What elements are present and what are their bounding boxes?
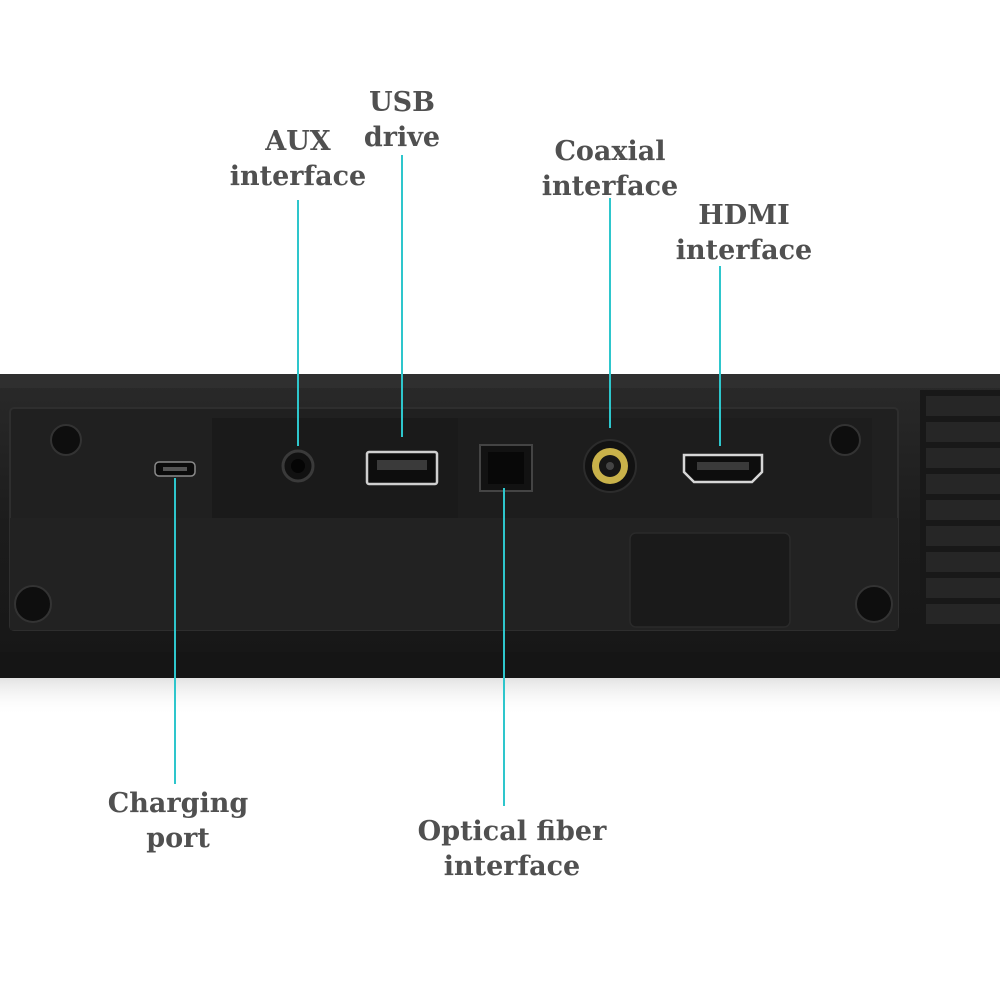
label-coaxial-line1: Coaxial <box>554 136 666 167</box>
label-aux-line1: AUX <box>265 126 331 157</box>
screw-hole-top-left <box>50 424 82 456</box>
label-charging-line1: Charging <box>107 788 249 819</box>
coaxial-port <box>583 439 637 493</box>
callout-line-coaxial <box>609 198 611 428</box>
hdmi-port <box>682 453 764 484</box>
label-coaxial-line2: interface <box>541 171 679 202</box>
label-coaxial-interface: Coaxial interface <box>530 134 690 204</box>
label-plate <box>629 532 791 628</box>
label-charging-line2: port <box>146 823 210 854</box>
floor-shadow <box>0 676 1000 716</box>
optical-port <box>479 444 533 492</box>
label-charging-port: Charging port <box>98 786 258 856</box>
speaker-grille <box>920 390 1000 650</box>
callout-line-charging <box>174 478 176 784</box>
label-optical-line2: interface <box>443 851 581 882</box>
label-usb-line1: USB <box>369 87 435 118</box>
charging-port <box>154 461 196 477</box>
callout-line-hdmi <box>719 266 721 446</box>
label-aux-line2: interface <box>229 161 367 192</box>
callout-line-optical <box>503 488 505 806</box>
label-usb-drive: USB drive <box>340 85 464 155</box>
soundbar-top-edge <box>0 374 1000 388</box>
callout-line-usb <box>401 155 403 437</box>
label-aux-interface: AUX interface <box>218 124 378 194</box>
usb-port <box>365 450 439 486</box>
label-hdmi-line1: HDMI <box>698 200 790 231</box>
callout-line-aux <box>297 200 299 446</box>
label-optical-fiber-interface: Optical fiber interface <box>402 814 622 884</box>
label-optical-line1: Optical fiber <box>417 816 607 847</box>
soundbar-bottom-edge <box>0 652 1000 678</box>
label-hdmi-line2: interface <box>675 235 813 266</box>
label-hdmi-interface: HDMI interface <box>664 198 824 268</box>
label-usb-line2: drive <box>363 122 441 153</box>
screw-hole-bottom-right <box>855 585 893 623</box>
screw-hole-bottom-left <box>14 585 52 623</box>
aux-port <box>281 449 315 483</box>
screw-hole-top-right <box>829 424 861 456</box>
